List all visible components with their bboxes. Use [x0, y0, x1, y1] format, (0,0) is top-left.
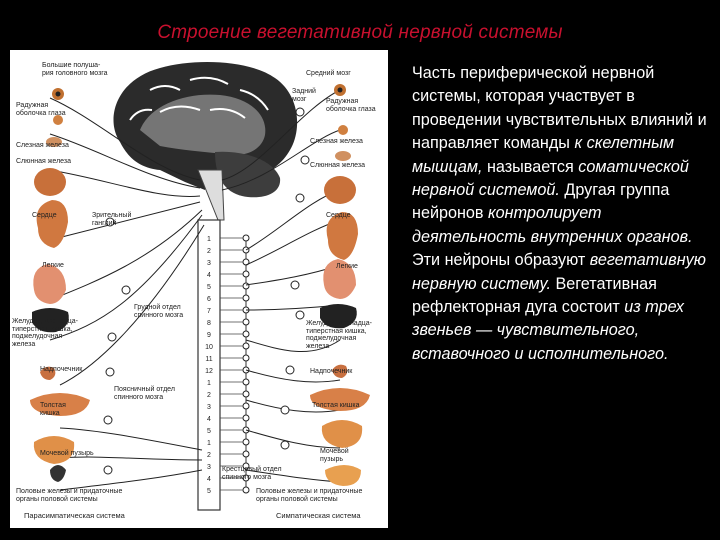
nerve-nodes: [103, 107, 310, 475]
text-p1-italic: к скелетным мышцам,: [412, 134, 675, 176]
label-lungs-right: Легкие: [336, 263, 358, 270]
ganglion-node: [242, 414, 250, 422]
label-lacrimal-right: Слезная железа: [310, 138, 363, 145]
text-p5: Вегетативная рефлекторная дуга состоит: [412, 274, 657, 317]
label-adrenal-left: Надпочечник: [40, 366, 83, 373]
vertebra-number: 11: [205, 356, 212, 363]
vertebra-number: 12: [205, 368, 213, 375]
ganglion-node: [242, 450, 250, 458]
vertebra-number: 3: [207, 260, 211, 267]
brain-illustration: [113, 62, 298, 198]
vertebra-number: 4: [207, 272, 211, 279]
ganglion-node: [242, 294, 250, 302]
label-salivary-right: Слюнная железа: [310, 162, 366, 169]
text-p1: Часть периферической нервной системы, ко…: [412, 64, 707, 153]
organs-left: [30, 88, 90, 482]
text-p3: Другая группа нейронов: [412, 181, 670, 223]
ganglion-node: [242, 318, 250, 326]
spinal-cord: [197, 169, 225, 511]
label-colon-right: Толстая кишка: [312, 402, 360, 409]
ganglion-node: [242, 234, 250, 242]
vertebra-number: 1: [207, 380, 211, 387]
label-adrenal-right: Надпочечник: [310, 368, 353, 375]
ganglion-node: [242, 390, 250, 398]
vertebra-number: 4: [207, 476, 211, 483]
vertebra-number: 1: [207, 236, 211, 243]
text-p3-italic: контролирует деятельность внутренних орг…: [412, 204, 693, 246]
label-midbrain: Средний мозг: [306, 70, 351, 77]
vertebra-number: 9: [207, 332, 211, 339]
label-bladder-left: Мочевой пузырь: [40, 450, 94, 457]
ganglion-node: [242, 402, 250, 410]
organs-right: [310, 84, 370, 486]
text-p4-italic: вегетативную нервную систему.: [412, 251, 706, 293]
vertebra-number: 2: [207, 392, 211, 399]
ganglion-node: [242, 378, 250, 386]
sympathetic-ganglia: [220, 234, 250, 494]
description-text: Часть периферической нервной системы, ко…: [412, 62, 712, 366]
vertebra-number: 8: [207, 320, 211, 327]
vertebra-number: 6: [207, 296, 211, 303]
vertebra-number: 7: [207, 308, 211, 315]
vertebra-number: 2: [207, 248, 211, 255]
label-heart-right: Сердце: [326, 212, 351, 219]
text-p4: Эти нейроны образуют: [412, 251, 590, 270]
text-p2-italic: соматической нервной системой.: [412, 157, 689, 200]
label-para-system: Парасимпатическая система: [24, 511, 125, 520]
vertebra-number: 2: [207, 452, 211, 459]
vertebra-number: 5: [207, 284, 211, 291]
label-lungs-left: Легкие: [42, 262, 64, 269]
ganglion-node: [242, 438, 250, 446]
text-p2: называется: [482, 157, 579, 176]
vertebra-number: 4: [207, 416, 211, 423]
label-lacrimal-left: Слезная железа: [16, 142, 69, 149]
label-symp-system: Симпатическая система: [276, 511, 361, 520]
vertebra-number: 1: [207, 440, 211, 447]
ganglion-node: [242, 342, 250, 350]
label-stomach-left: Желудок, двенадца-типерстная кишка,подже…: [12, 318, 79, 348]
label-hemispheres: Большие полуша-рия головного мозга: [42, 62, 108, 77]
ganglion-node: [242, 270, 250, 278]
ganglion-node: [242, 330, 250, 338]
text-p5-italic: из трех звеньев — чувствительного, встав…: [412, 298, 684, 363]
label-salivary-left: Слюнная железа: [16, 158, 72, 165]
ganglion-node: [242, 486, 250, 494]
vertebra-number: 10: [205, 344, 213, 351]
vertebra-number: 3: [207, 404, 211, 411]
vertebra-number: 5: [207, 428, 211, 435]
label-heart-left: Сердце: [32, 212, 57, 219]
vertebra-number: 5: [207, 488, 211, 495]
ganglion-node: [242, 354, 250, 362]
label-stomach-right: Желудок, двенадца-типерстная кишка,подже…: [306, 320, 373, 350]
ganglion-node: [242, 282, 250, 290]
vertebra-number: 3: [207, 464, 211, 471]
slide-title: Строение вегетативной нервной системы: [157, 22, 563, 43]
